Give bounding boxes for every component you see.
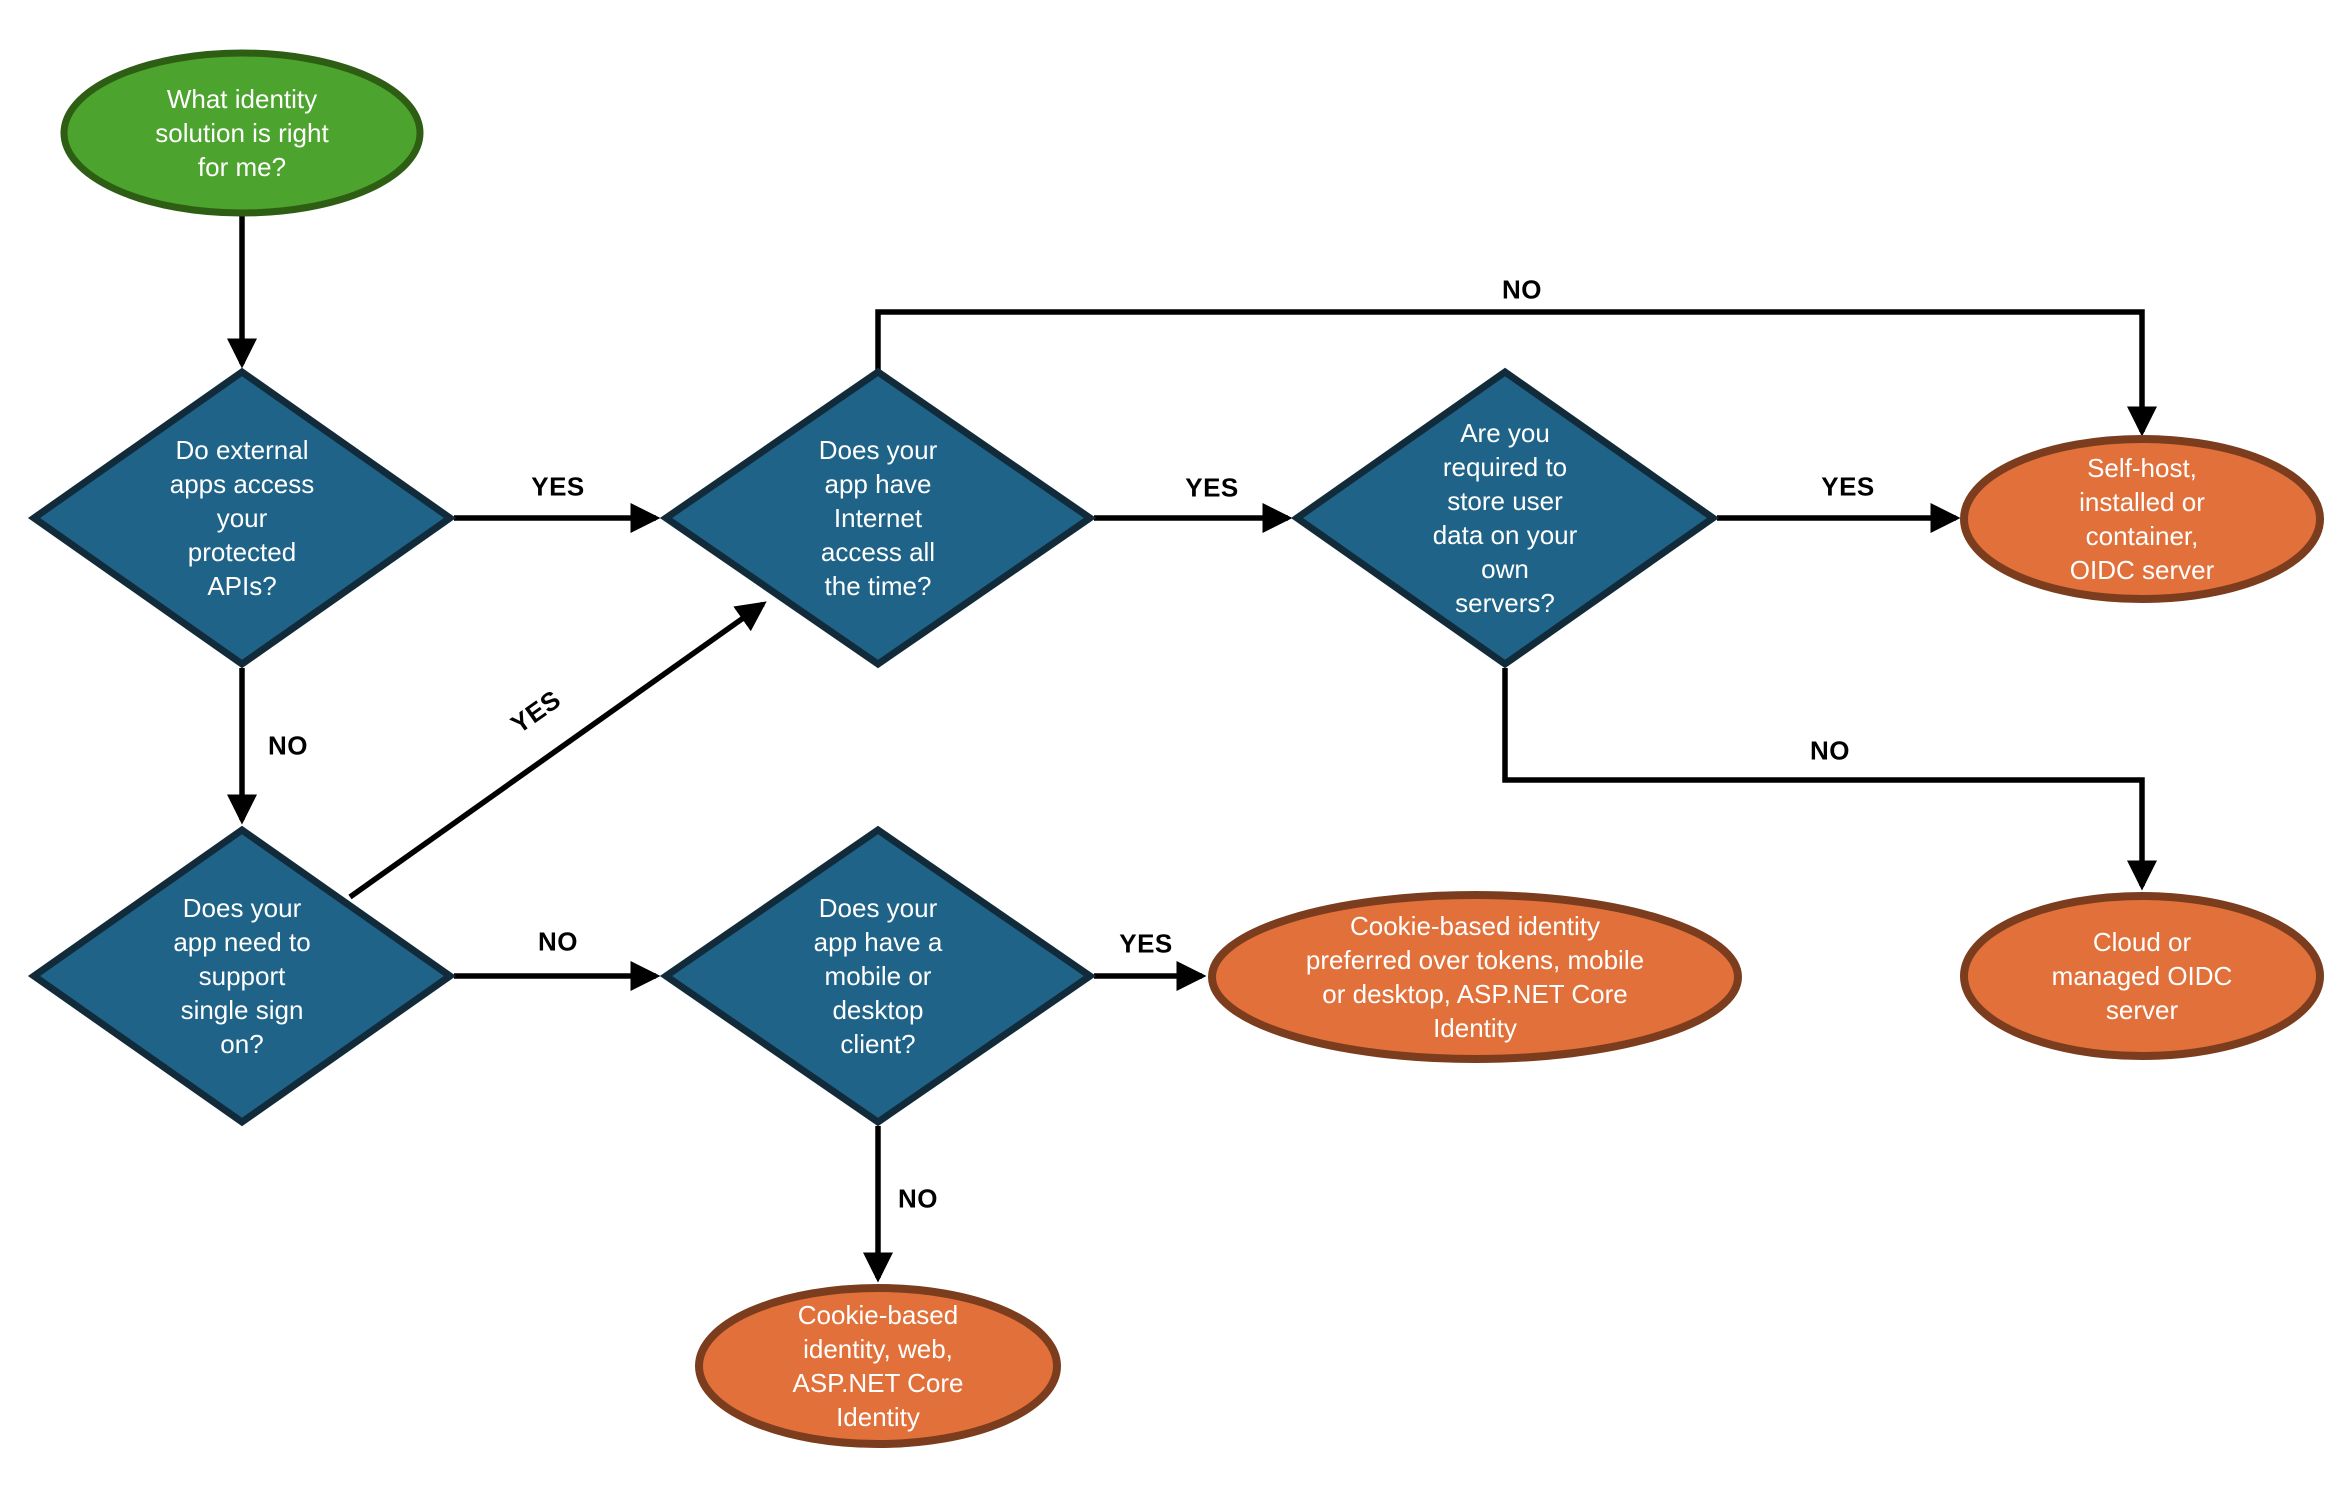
result-cloud-shape <box>1960 892 2324 1060</box>
decision-external-apis-shape <box>27 367 457 669</box>
result-cookie-web-shape <box>695 1284 1061 1448</box>
edges <box>226 215 2158 1283</box>
result-cookie-mobile-shape <box>1208 891 1742 1063</box>
decision-internet-shape <box>659 367 1097 669</box>
decision-store-user-data-shape <box>1290 367 1720 669</box>
edge-sso-yes-to-internet <box>348 601 767 900</box>
decision-mobile-desktop-shape <box>659 825 1097 1127</box>
edge-store-user-data-no-to-cloud <box>1502 668 2158 891</box>
nodes <box>27 49 2324 1448</box>
edge-internet-no-to-self-host <box>875 309 2158 437</box>
decision-sso-shape <box>27 825 457 1127</box>
result-self-host-shape <box>1960 435 2324 603</box>
start-node-shape <box>60 49 424 217</box>
